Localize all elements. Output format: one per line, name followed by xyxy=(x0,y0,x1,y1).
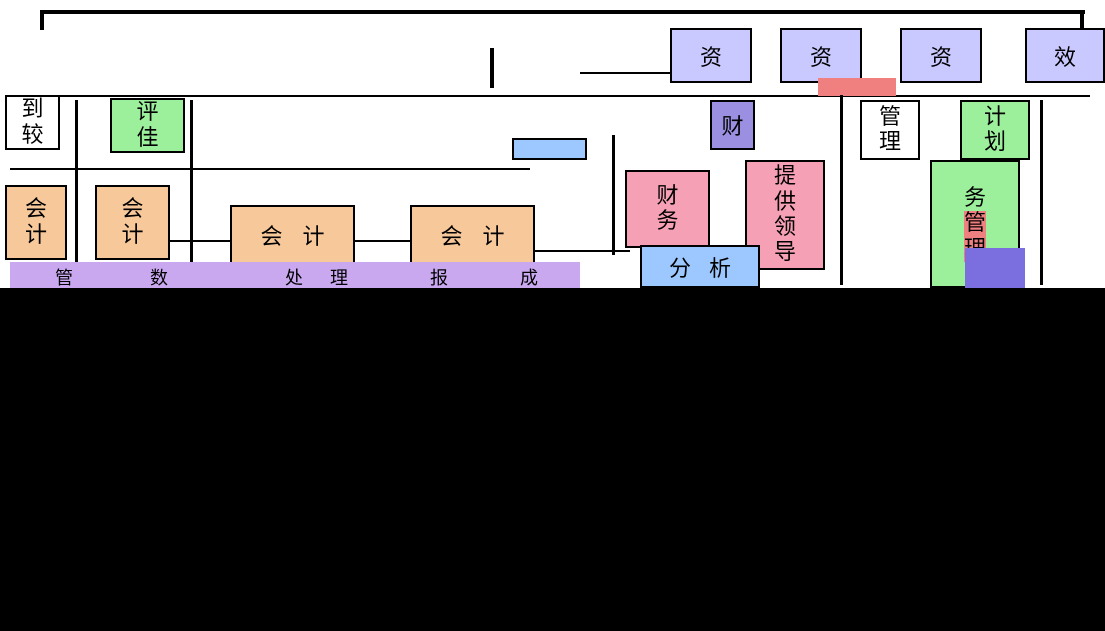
finance-small-char: 财 xyxy=(721,115,744,140)
accounting-box-2: 会 计 xyxy=(95,185,170,260)
accounting-box-3-char-a: 会 xyxy=(260,225,283,250)
connector-vert-1 xyxy=(75,100,78,280)
connector-top-3 xyxy=(580,72,670,74)
leader-char-b: 供 xyxy=(773,189,796,215)
bottom-label-6: 成 xyxy=(520,268,538,289)
top-box-2: 资 xyxy=(780,28,862,83)
connector-mid-2 xyxy=(170,240,230,242)
top-frame-right-tick xyxy=(1080,10,1084,30)
accounting-box-3: 会 计 xyxy=(230,205,355,265)
analysis-char-b: 析 xyxy=(709,256,732,282)
black-region xyxy=(0,288,1105,631)
analysis-char-a: 分 xyxy=(668,256,691,282)
leader-char-c: 领 xyxy=(773,215,796,240)
analysis-box: 分 析 xyxy=(640,245,760,288)
top-box-2-label: 资 xyxy=(809,45,832,71)
accounting-box-4-char-b: 计 xyxy=(482,225,505,250)
management-box: 管 理 xyxy=(860,100,920,160)
bottom-label-3: 处 xyxy=(285,268,303,289)
management-char-a: 管 xyxy=(878,104,901,130)
finance-char-b: 务 xyxy=(656,209,679,234)
left-box-1: 到 较 xyxy=(5,95,60,150)
top-frame-left-tick xyxy=(40,10,44,30)
connector-mid-4 xyxy=(535,250,630,252)
blue-small-box xyxy=(512,138,587,160)
bottom-label-5: 报 xyxy=(430,268,448,289)
connector-vert-3 xyxy=(612,135,615,255)
top-box-3: 资 xyxy=(900,28,982,83)
leader-char-a: 提 xyxy=(773,164,796,190)
assessment-char-b: 佳 xyxy=(136,125,159,151)
accounting-box-3-char-b: 计 xyxy=(302,225,325,250)
top-box-4: 效 xyxy=(1025,28,1105,83)
finance-small-box: 财 xyxy=(710,100,755,150)
connector-vert-5 xyxy=(1040,100,1043,285)
top-box-1: 资 xyxy=(670,28,752,83)
management-char-b: 理 xyxy=(878,130,901,155)
bottom-label-2: 数 xyxy=(150,268,168,289)
top-box-3-label: 资 xyxy=(929,45,952,71)
leader-char-d: 导 xyxy=(773,240,796,266)
connector-vert-2 xyxy=(190,100,193,280)
purple-block xyxy=(965,248,1025,288)
connector-vert-4 xyxy=(840,95,843,285)
connector-top-2 xyxy=(490,48,494,88)
plan-char-b: 划 xyxy=(983,130,1006,155)
plan-box: 计 划 xyxy=(960,100,1030,160)
accounting-box-1-char-b: 计 xyxy=(24,222,47,248)
left-box-1-char-a: 到 xyxy=(21,97,44,123)
red-indicator xyxy=(818,78,896,96)
assessment-box: 评 佳 xyxy=(110,98,185,153)
accounting-box-4: 会 计 xyxy=(410,205,535,265)
top-frame-line xyxy=(40,10,1085,14)
top-box-4-label: 效 xyxy=(1053,45,1076,71)
left-box-1-char-b: 较 xyxy=(21,122,44,148)
bottom-label-1: 管 xyxy=(55,268,73,289)
accounting-box-2-char-a: 会 xyxy=(121,197,144,223)
finance-box: 财 务 xyxy=(625,170,710,248)
top-box-1-label: 资 xyxy=(699,45,722,71)
business-char-a: 务 xyxy=(963,186,986,212)
assessment-char-a: 评 xyxy=(136,100,159,126)
bottom-strip xyxy=(10,262,580,288)
connector-top-1 xyxy=(10,95,1090,97)
accounting-box-1: 会 计 xyxy=(5,185,67,260)
connector-mid-1 xyxy=(10,168,530,170)
accounting-box-4-char-a: 会 xyxy=(440,225,463,250)
accounting-box-1-char-a: 会 xyxy=(24,197,47,223)
bottom-label-4: 理 xyxy=(330,268,348,289)
business-char-b: 管 xyxy=(963,211,986,237)
connector-mid-3 xyxy=(355,240,410,242)
plan-char-a: 计 xyxy=(983,104,1006,130)
accounting-box-2-char-b: 计 xyxy=(121,222,144,248)
finance-char-a: 财 xyxy=(656,183,679,209)
